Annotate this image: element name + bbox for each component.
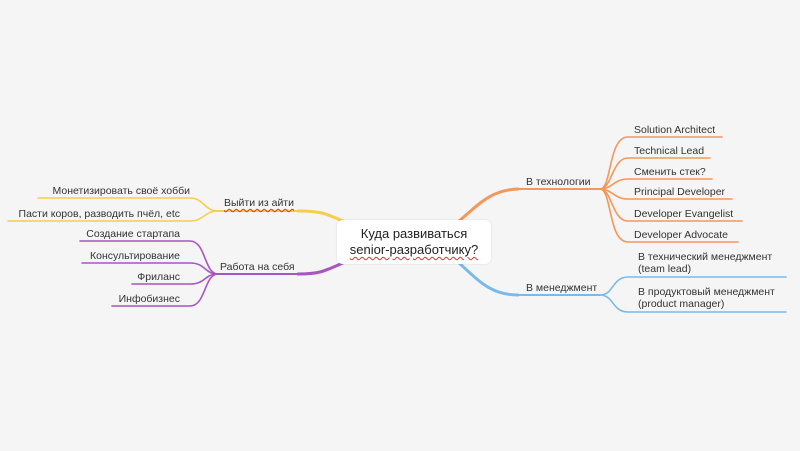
root-topic[interactable]: Куда развиваться senior-разработчику? <box>337 220 491 264</box>
link-management-product <box>599 294 787 313</box>
link-leave-hobby <box>37 197 219 212</box>
link-root-leave <box>296 209 347 224</box>
link-leave-cows <box>7 210 219 222</box>
topic-cows-bees[interactable]: Пасти коров, разводить пчёл, etc <box>18 208 180 220</box>
branch-leave-it-label: Выйти из айти <box>224 197 294 209</box>
branch-leave-it[interactable]: Выйти из айти <box>224 197 294 209</box>
branch-management[interactable]: В менеджмент <box>526 282 598 294</box>
topic-developer-advocate[interactable]: Developer Advocate <box>634 229 728 241</box>
topic-consulting[interactable]: Консультирование <box>90 250 180 262</box>
link-tech-solution <box>599 136 723 190</box>
topic-product-management[interactable]: В продуктовый менеджмент (product manage… <box>638 286 775 310</box>
link-root-management <box>456 260 520 297</box>
topic-tech-management[interactable]: В технический менеджмент (team lead) <box>638 251 773 275</box>
link-root-tech <box>456 187 520 224</box>
branch-tech[interactable]: В технологии <box>526 176 591 188</box>
link-root-self <box>296 260 347 276</box>
link-management-teamlead <box>599 276 787 296</box>
topic-solution-architect[interactable]: Solution Architect <box>634 124 716 136</box>
topic-developer-evangelist[interactable]: Developer Evangelist <box>634 208 734 220</box>
topic-principal-developer[interactable]: Principal Developer <box>634 186 726 198</box>
root-topic-line2: senior-разработчику? <box>349 242 479 257</box>
topic-infobusiness[interactable]: Инфобизнес <box>118 293 180 305</box>
topic-technical-lead[interactable]: Technical Lead <box>634 145 705 157</box>
branch-self-employed[interactable]: Работа на себя <box>220 261 295 273</box>
topic-monetize-hobby[interactable]: Монетизировать своё хобби <box>52 185 190 197</box>
topic-freelance[interactable]: Фриланс <box>137 271 180 283</box>
link-self-infobiz <box>111 273 219 307</box>
link-tech-advocate <box>599 188 739 243</box>
topic-change-stack[interactable]: Сменить стек? <box>634 166 706 178</box>
topic-startup[interactable]: Создание стартапа <box>86 228 180 240</box>
root-topic-line1: Куда развиваться <box>360 226 468 241</box>
